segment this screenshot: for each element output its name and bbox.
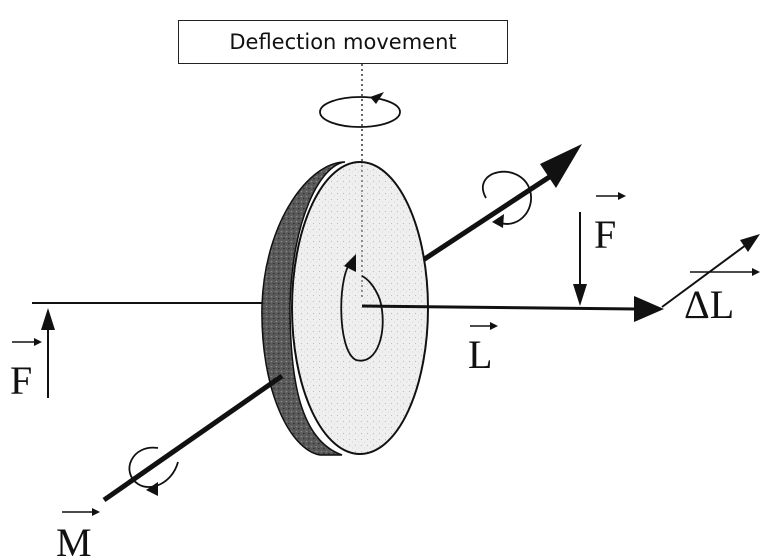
angular-momentum-arrowhead: [634, 296, 664, 322]
force-left-label: F: [10, 358, 32, 403]
caption-box: Deflection movement: [178, 20, 508, 64]
angular-momentum-label: L: [468, 332, 492, 377]
torque-rotation-arrow: [128, 446, 179, 488]
delta-l-arrowhead: [740, 234, 760, 252]
delta-l-line: [661, 241, 751, 308]
disk-spin-arrow: [340, 261, 384, 362]
force-right-arrowhead: [573, 284, 587, 306]
spin-axis-upper: [418, 167, 562, 265]
caption-text: Deflection movement: [229, 30, 457, 54]
angular-momentum-line: [361, 304, 641, 311]
label-force-left: F: [10, 338, 42, 403]
deflection-rotation-arrowhead: [370, 92, 384, 104]
disk-rim: [261, 161, 346, 456]
spin-axis-rotation-arrow: [482, 170, 532, 225]
label-delta-l: ΔL: [684, 268, 760, 327]
disk-spin-arrowhead: [344, 254, 356, 272]
spin-axis-rotation-arrowhead: [492, 214, 504, 228]
force-right-label: F: [594, 212, 616, 257]
force-left-arrowhead: [41, 308, 55, 330]
deflection-rotation-arrow: [319, 96, 401, 128]
label-torque: M: [56, 508, 100, 559]
label-force-right: F: [594, 192, 626, 257]
torque-label: M: [56, 520, 92, 559]
disk-face: [291, 161, 429, 455]
torque-axis-line: [102, 373, 284, 503]
spin-axis-arrowhead: [540, 144, 582, 188]
label-angular-momentum: L: [468, 322, 498, 377]
torque-rotation-arrowhead: [146, 482, 158, 496]
delta-l-label: ΔL: [684, 282, 734, 327]
